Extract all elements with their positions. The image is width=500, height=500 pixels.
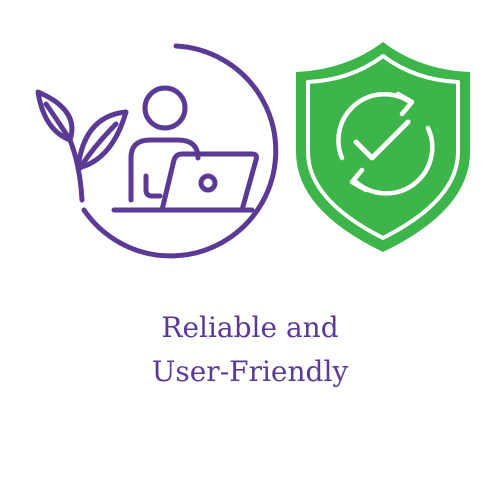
leaf-upper-vein xyxy=(43,101,73,143)
check-mark xyxy=(353,119,411,161)
laptop-screen xyxy=(159,151,259,213)
shield-inner-border xyxy=(306,54,460,240)
stem xyxy=(67,137,85,203)
head xyxy=(142,85,188,131)
user-laptop-leaf-icon xyxy=(35,43,279,259)
icon-group xyxy=(35,42,470,259)
laptop-dot xyxy=(198,173,218,193)
refresh-arrow-top xyxy=(395,91,415,117)
refresh-arrow-bottom xyxy=(349,167,369,193)
arm xyxy=(143,173,163,199)
shield-check-refresh-icon xyxy=(296,42,470,252)
caption: Reliable and User-Friendly xyxy=(0,306,500,394)
leaf-lower-vein xyxy=(77,121,119,171)
refresh-arc-top xyxy=(336,92,413,161)
torso xyxy=(128,137,201,203)
circle-arc xyxy=(81,43,279,259)
caption-line-1: Reliable and xyxy=(161,311,339,344)
caption-line-2: User-Friendly xyxy=(151,355,349,388)
refresh-arc-bottom xyxy=(353,125,435,196)
